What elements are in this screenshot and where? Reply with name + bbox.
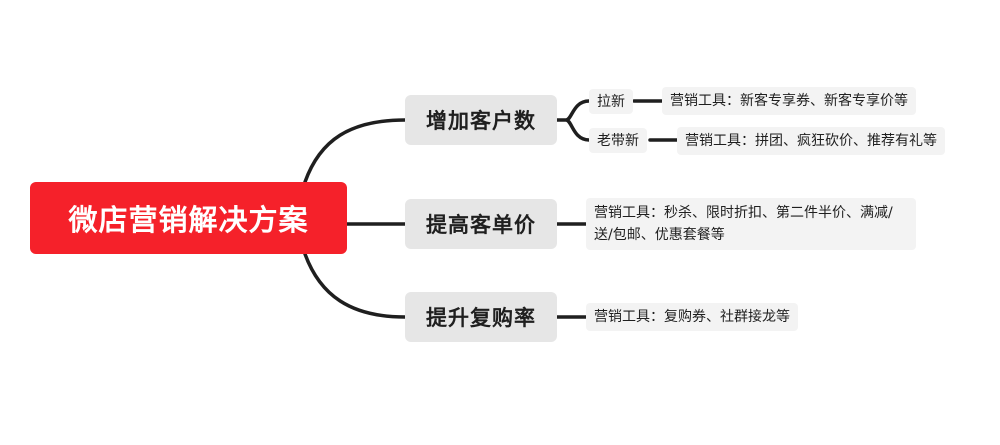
root-topic[interactable]: 微店营销解决方案	[30, 182, 347, 254]
branch-increase-customers[interactable]: 增加客户数	[405, 95, 557, 145]
tools-laxin[interactable]: 营销工具：新客专享券、新客专享价等	[662, 87, 916, 115]
connector-branch1-fork	[555, 99, 591, 142]
tools-improve-repurchase[interactable]: 营销工具：复购券、社群接龙等	[586, 303, 798, 331]
branch-raise-order-value[interactable]: 提高客单价	[405, 199, 557, 249]
tools-laodaixin[interactable]: 营销工具：拼团、疯狂砍价、推荐有礼等	[677, 127, 945, 155]
branch-improve-repurchase[interactable]: 提升复购率	[405, 292, 557, 342]
connector-root-branch-3	[303, 252, 407, 319]
tools-raise-order-value[interactable]: 营销工具：秒杀、限时折扣、第二件半价、满减/送/包邮、优惠套餐等	[586, 198, 916, 250]
subtopic-laxin[interactable]: 拉新	[589, 89, 633, 114]
connector-root-branch-1	[303, 118, 407, 184]
subtopic-laodaixin[interactable]: 老带新	[589, 128, 647, 153]
